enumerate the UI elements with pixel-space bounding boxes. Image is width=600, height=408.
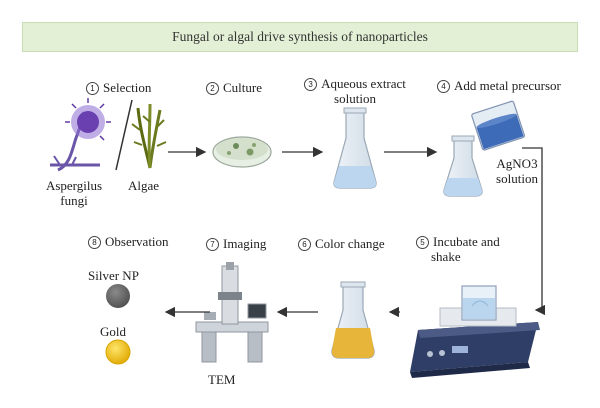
divider-slash [115, 99, 133, 171]
petri-dish-icon [212, 136, 272, 168]
gold-np-icon [105, 339, 131, 365]
color-change-flask-icon [331, 281, 375, 359]
diagram-title: Fungal or algal drive synthesis of nanop… [172, 29, 428, 44]
tem-label: TEM [208, 372, 236, 387]
extract-flask-icon [333, 107, 377, 189]
pouring-beaker-icon [471, 100, 525, 151]
diagram-title-bar: Fungal or algal drive synthesis of nanop… [22, 22, 578, 52]
shaker-icon [410, 285, 540, 378]
precursor-flask-icon [443, 135, 483, 197]
tem-microscope-icon [195, 262, 269, 363]
silver-np-label: Silver NP [88, 268, 139, 283]
algae-label: Algae [128, 178, 160, 193]
silver-np-icon [106, 284, 130, 308]
arrow-4-to-5 [522, 147, 546, 316]
gold-label: Gold [100, 324, 126, 339]
aspergillus-fungi-icon [50, 98, 111, 172]
algae-icon [131, 103, 167, 169]
